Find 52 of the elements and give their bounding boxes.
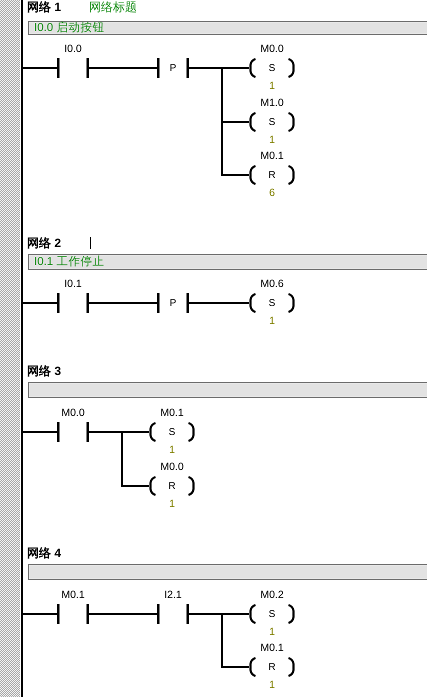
comment-bar [28, 382, 427, 398]
address-label: M0.0 [260, 43, 284, 56]
address-label: I0.1 [64, 278, 82, 291]
rung-wire [23, 431, 57, 433]
rung-wire [89, 302, 157, 304]
bit-count: 1 [269, 134, 275, 146]
network-title: 网络标题 [89, 0, 137, 14]
bit-count: 1 [269, 80, 275, 92]
network-heading: 网络 4 [27, 546, 62, 560]
address-label: M0.1 [61, 589, 85, 602]
rung-wire [89, 431, 149, 487]
network-heading: 网络 3 [27, 364, 62, 378]
bit-count: 1 [169, 498, 175, 510]
instruction-letter: S [168, 426, 176, 438]
network-heading: 网络 1 [27, 0, 62, 14]
comment-bar [28, 21, 427, 35]
address-label: M1.0 [260, 97, 284, 110]
address-label: M0.0 [160, 461, 184, 474]
rung-wire [23, 613, 57, 615]
instruction-letter: R [268, 168, 276, 182]
comment-text: I0.1 工作停止 [34, 255, 104, 269]
address-label: M0.0 [61, 407, 85, 420]
address-label: I0.0 [64, 43, 82, 56]
comment-bar [28, 564, 427, 580]
bit-count: 1 [269, 626, 275, 638]
comment-bar [28, 254, 427, 270]
rung-wire [23, 302, 57, 304]
instruction-letter: R [268, 660, 276, 674]
address-label: M0.6 [260, 278, 284, 291]
instruction-letter: P [170, 296, 176, 310]
address-label: I2.1 [164, 589, 182, 602]
rung-wire [23, 67, 57, 69]
rung-wire [89, 613, 157, 615]
address-label: M0.2 [260, 589, 284, 602]
address-label: M0.1 [260, 642, 284, 655]
rung-wire [89, 67, 157, 69]
rung-wire [189, 302, 249, 304]
instruction-letter: R [168, 480, 176, 492]
bit-count: 1 [169, 444, 175, 456]
instruction-letter: S [268, 296, 276, 310]
instruction-letter: S [268, 62, 276, 74]
bit-count: 1 [269, 314, 275, 328]
address-label: M0.1 [160, 407, 184, 420]
instruction-letter: S [268, 608, 276, 620]
bit-count: 1 [269, 678, 275, 692]
bit-count: 6 [269, 186, 275, 200]
network-heading: 网络 2 [27, 236, 62, 250]
instruction-letter: S [268, 116, 276, 128]
instruction-letter: P [170, 62, 176, 74]
address-label: M0.1 [260, 150, 284, 163]
rung-wire [189, 613, 249, 668]
comment-text: I0.0 启动按钮 [34, 21, 104, 35]
